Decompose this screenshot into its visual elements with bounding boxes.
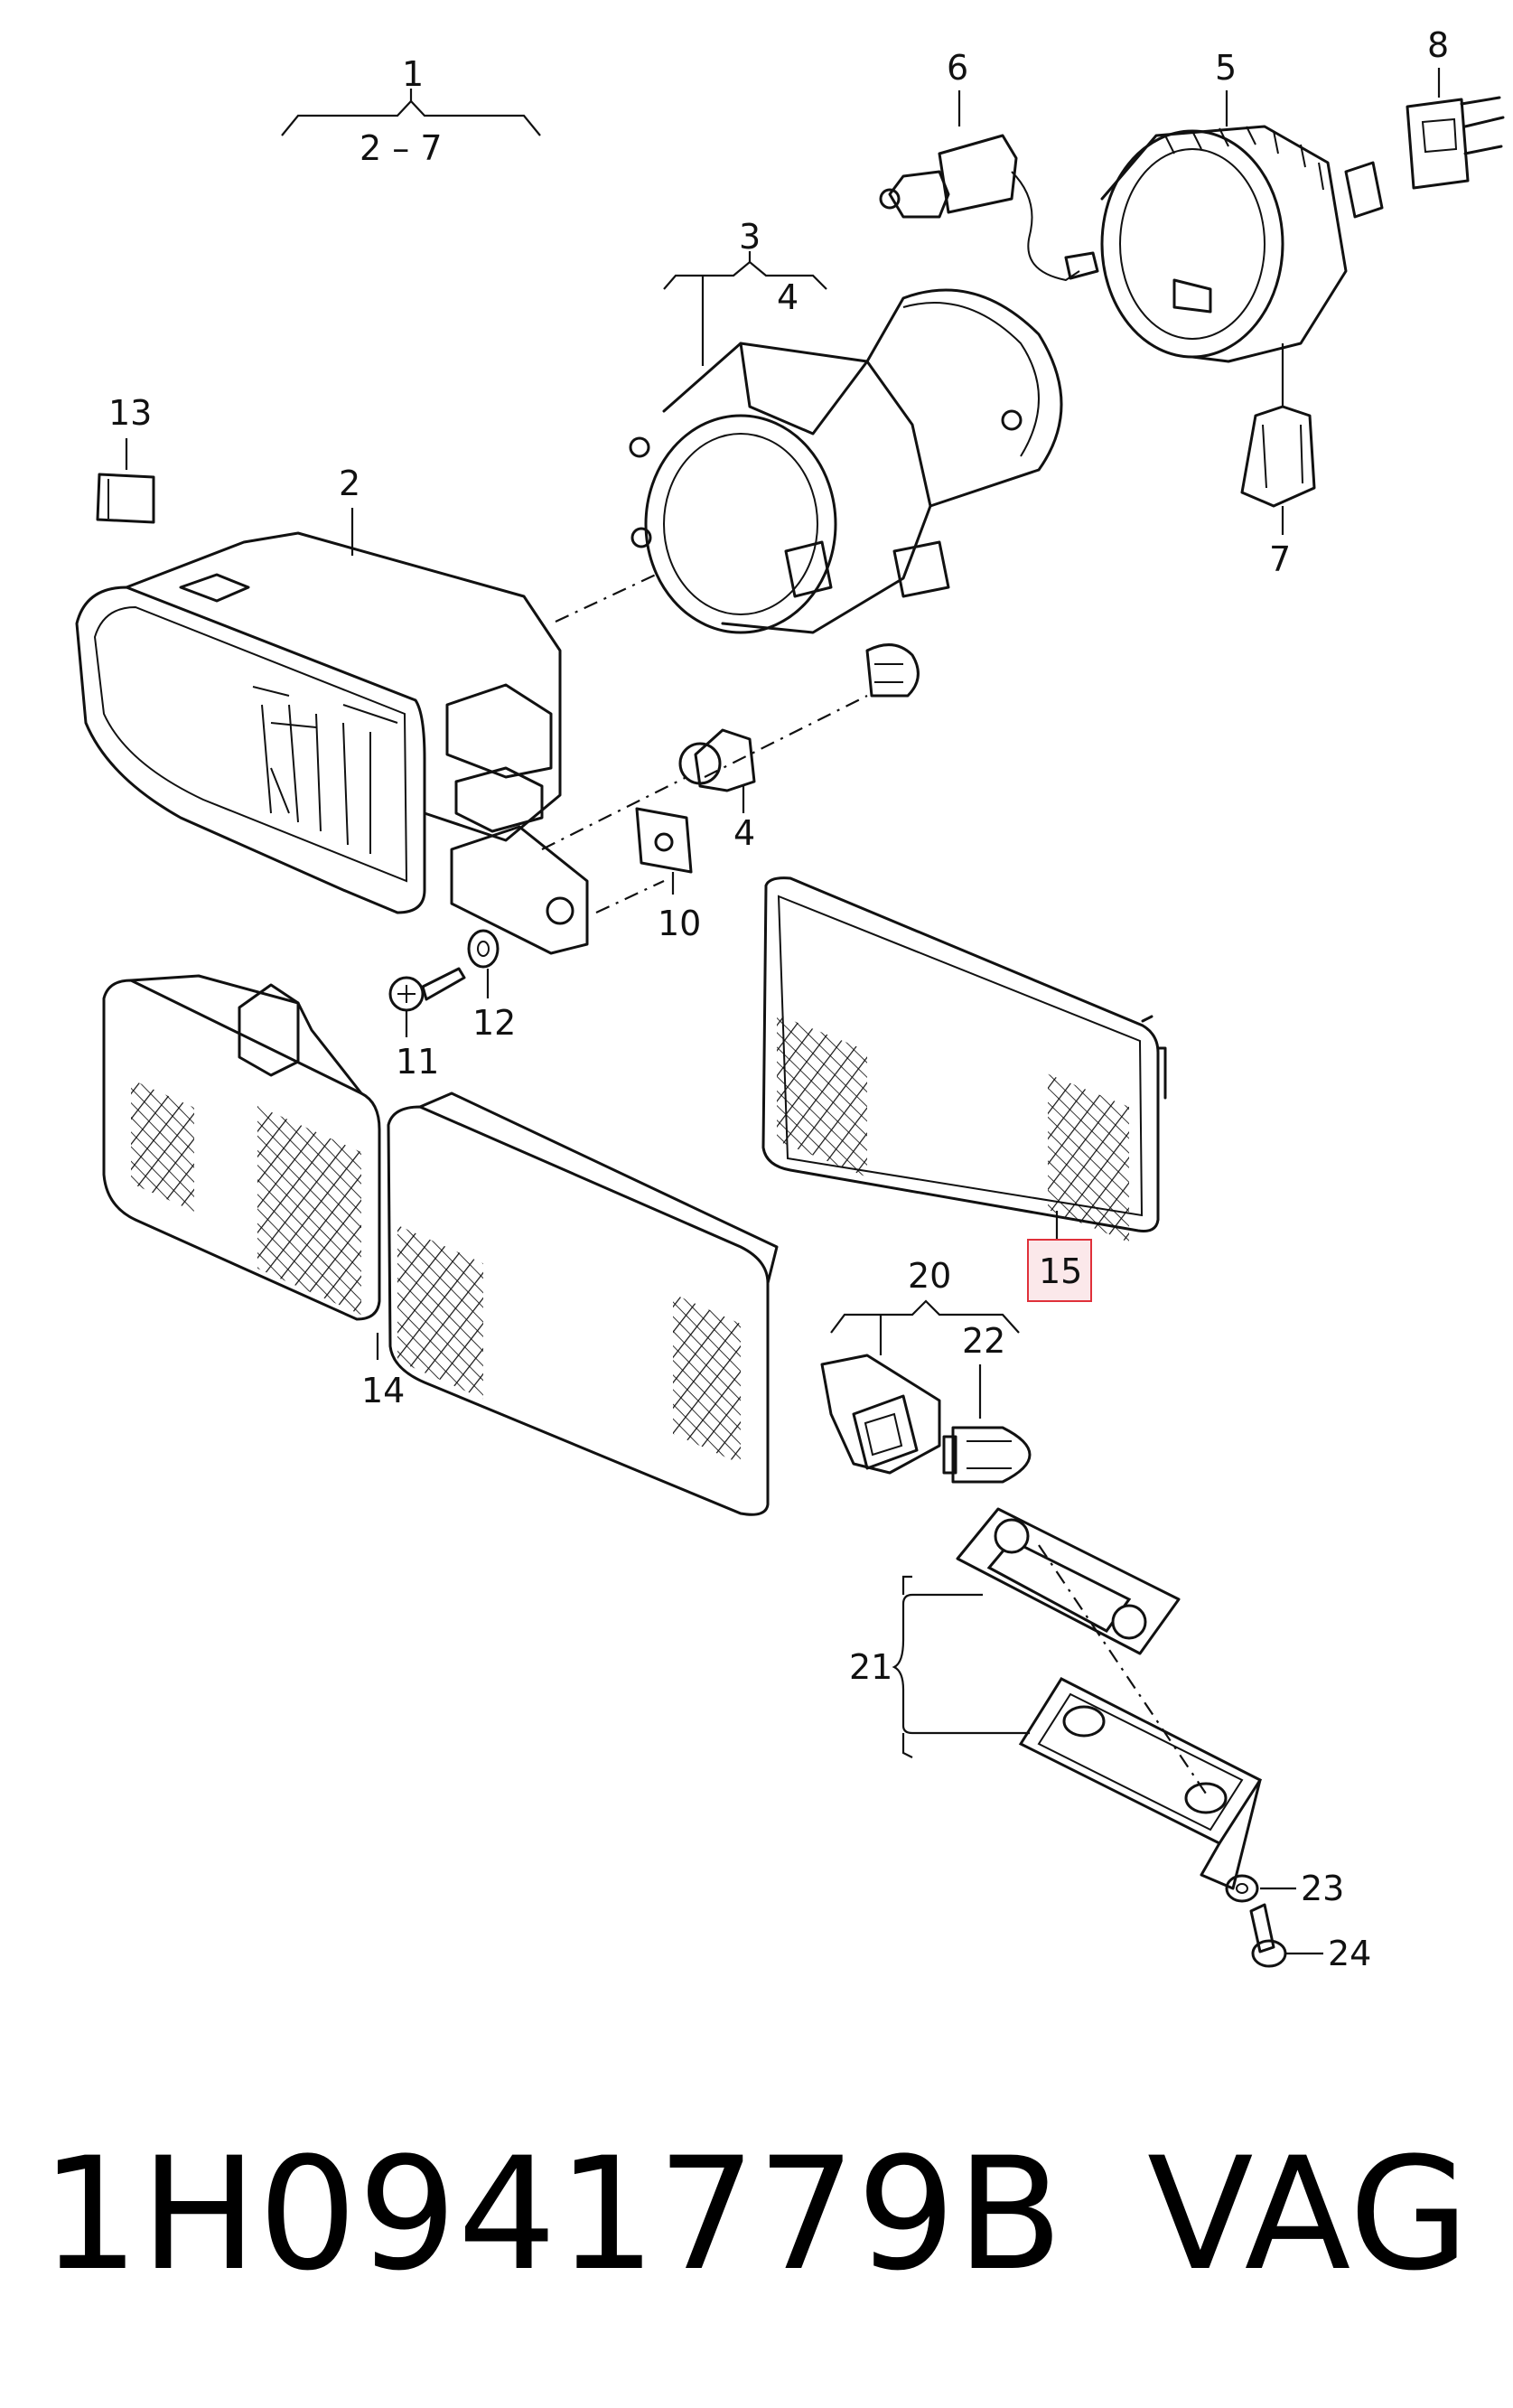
callout-group-1: 1 2 – 7 <box>281 54 541 168</box>
part-20-bulb-socket[interactable] <box>820 1354 941 1475</box>
part-24-screw[interactable]: 24 <box>1249 1903 1371 1973</box>
part-2-headlight-housing[interactable]: 2 <box>75 464 589 955</box>
brand-label: VAG <box>1147 2123 1471 2305</box>
part-23-washer[interactable]: 23 <box>1225 1869 1344 1908</box>
part-15-lens[interactable]: 15 <box>761 876 1167 1302</box>
part-21-lamp-housing-with-gasket[interactable]: 21 <box>849 1507 1263 1890</box>
callout-7[interactable]: 7 <box>1269 539 1291 579</box>
callout-8[interactable]: 8 <box>1427 25 1449 65</box>
callout-6[interactable]: 6 <box>947 48 968 88</box>
callout-group-20: 20 <box>830 1256 1020 1355</box>
part-11-screw[interactable]: 11 <box>388 967 466 1082</box>
callout-3[interactable]: 3 <box>739 217 761 257</box>
callout-24[interactable]: 24 <box>1328 1934 1371 1973</box>
callout-14[interactable]: 14 <box>361 1371 405 1410</box>
part-number-label: 1H0941779B <box>41 2123 1064 2305</box>
callout-group-3: 3 4 <box>663 217 827 366</box>
callout-5[interactable]: 5 <box>1215 48 1237 88</box>
part-13-clip[interactable]: 13 <box>96 393 155 524</box>
part-10-clip-nut[interactable]: 10 <box>635 807 701 943</box>
callout-10[interactable]: 10 <box>658 904 701 943</box>
callout-11[interactable]: 11 <box>396 1042 439 1082</box>
callout-12[interactable]: 12 <box>472 1003 516 1043</box>
callout-20[interactable]: 20 <box>908 1256 951 1296</box>
part-7-spring-clip[interactable]: 7 <box>1240 405 1316 579</box>
part-22-bulb[interactable]: 22 <box>942 1321 1032 1484</box>
part-3-projector-unit[interactable] <box>629 288 1063 634</box>
callout-4[interactable]: 4 <box>733 813 755 853</box>
part-14-indicator-lens-pair[interactable]: 14 <box>102 974 779 1516</box>
part-4-bulb-holder[interactable]: 4 <box>678 643 920 853</box>
callout-15[interactable]: 15 <box>1039 1251 1082 1291</box>
highlight-box-15 <box>1027 1239 1092 1302</box>
part-12-washer[interactable]: 12 <box>467 929 516 1043</box>
callout-1-range: 2 – 7 <box>360 128 443 168</box>
callout-22[interactable]: 22 <box>962 1321 1005 1361</box>
callout-2[interactable]: 2 <box>339 464 360 503</box>
part-5-rear-cover[interactable]: 5 <box>1100 48 1384 407</box>
part-6-bulb-with-lead[interactable]: 6 <box>879 48 1099 282</box>
callout-23[interactable]: 23 <box>1301 1869 1344 1908</box>
callout-21[interactable]: 21 <box>849 1647 892 1687</box>
callout-13[interactable]: 13 <box>108 393 152 433</box>
part-8-connector[interactable]: 8 <box>1406 25 1505 190</box>
callout-1[interactable]: 1 <box>402 54 424 94</box>
callout-3-sub: 4 <box>777 277 799 317</box>
